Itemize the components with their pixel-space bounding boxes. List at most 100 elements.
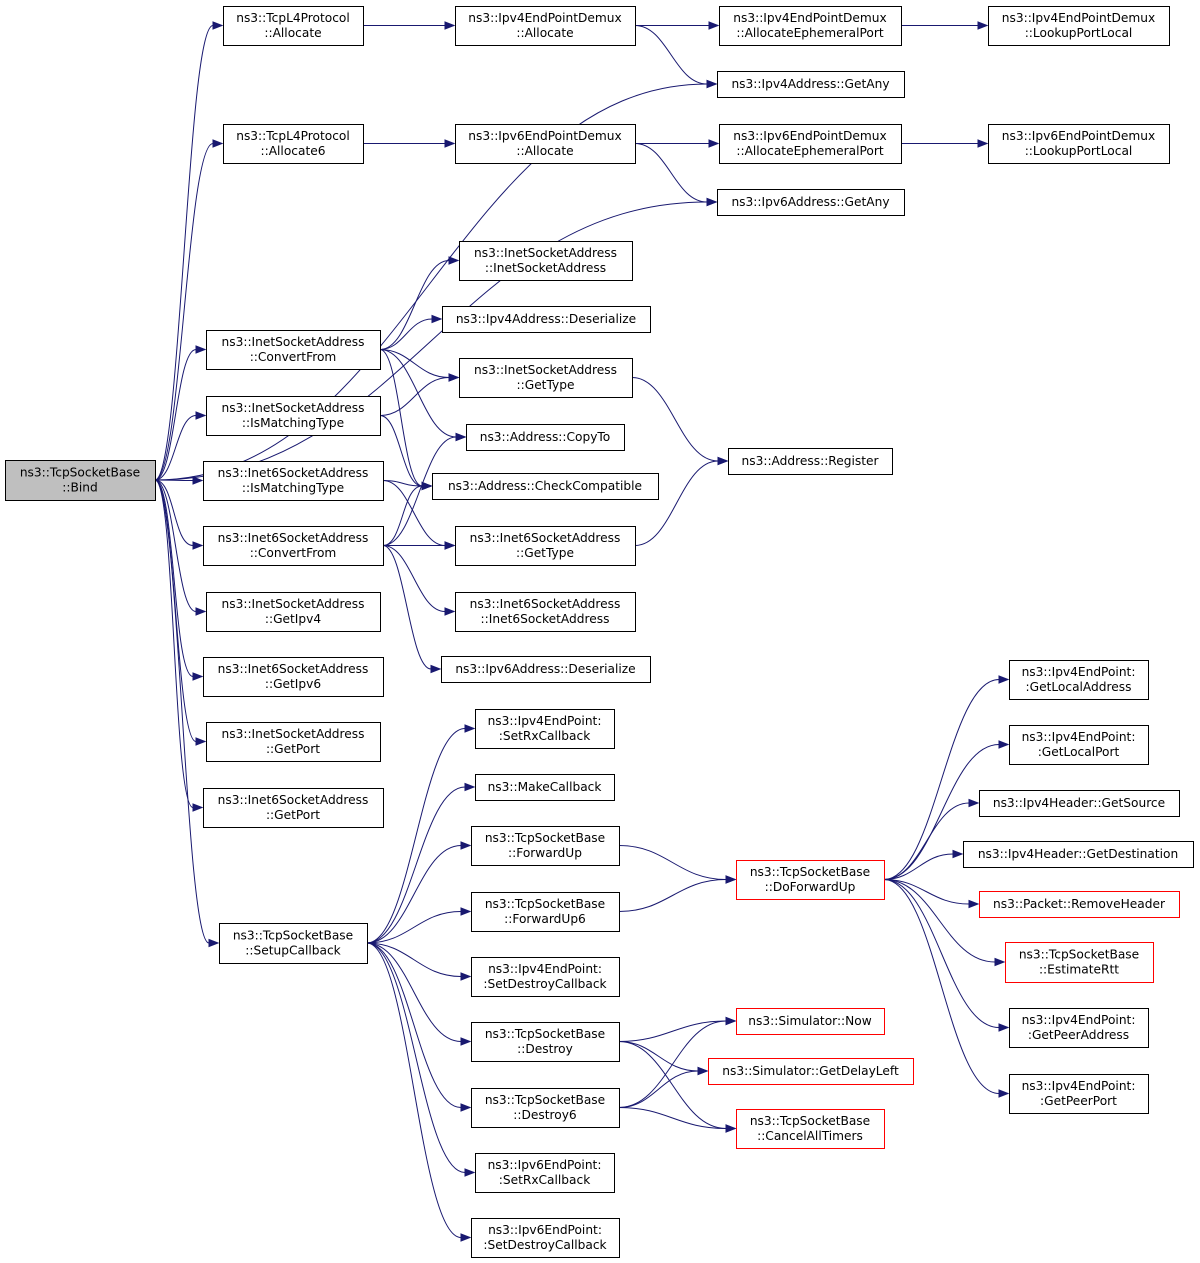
node-v4setdes[interactable]: ns3::Ipv4EndPoint::SetDestroyCallback — [471, 957, 620, 997]
node-box[interactable] — [475, 1153, 615, 1193]
node-box[interactable] — [719, 6, 902, 46]
node-box[interactable] — [5, 460, 156, 501]
node-cancel[interactable]: ns3::TcpSocketBase::CancelAllTimers — [736, 1109, 885, 1149]
node-alloc[interactable]: ns3::TcpL4Protocol::Allocate — [223, 6, 364, 46]
node-v6demux[interactable]: ns3::Ipv6EndPointDemux::Allocate — [455, 124, 636, 164]
node-box[interactable] — [988, 6, 1170, 46]
node-setup[interactable]: ns3::TcpSocketBase::SetupCallback — [219, 923, 368, 964]
node-v6deser[interactable]: ns3::Ipv6Address::Deserialize — [441, 656, 651, 683]
node-box[interactable] — [223, 6, 364, 46]
node-getipv4[interactable]: ns3::InetSocketAddress::GetIpv4 — [206, 592, 381, 632]
node-box[interactable] — [455, 592, 636, 632]
node-v6any[interactable]: ns3::Ipv6Address::GetAny — [717, 189, 905, 216]
node-box[interactable] — [1009, 660, 1149, 700]
node-dofwd[interactable]: ns3::TcpSocketBase::DoForwardUp — [736, 860, 885, 900]
node-box[interactable] — [979, 891, 1180, 918]
node-box[interactable] — [459, 241, 633, 281]
node-inetport[interactable]: ns3::InetSocketAddress::GetPort — [206, 722, 381, 762]
node-box[interactable] — [206, 592, 381, 632]
node-box[interactable] — [736, 860, 885, 900]
node-v6setrx[interactable]: ns3::Ipv6EndPoint::SetRxCallback — [475, 1153, 615, 1193]
node-v6eph[interactable]: ns3::Ipv6EndPointDemux::AllocateEphemera… — [719, 124, 902, 164]
node-box[interactable] — [728, 448, 893, 475]
node-box[interactable] — [203, 657, 384, 697]
node-box[interactable] — [203, 788, 384, 828]
node-box[interactable] — [471, 1088, 620, 1128]
node-v4any[interactable]: ns3::Ipv4Address::GetAny — [717, 71, 905, 98]
node-inetmatch[interactable]: ns3::InetSocketAddress::IsMatchingType — [206, 396, 381, 436]
node-box[interactable] — [717, 189, 905, 216]
node-destroy[interactable]: ns3::TcpSocketBase::Destroy — [471, 1022, 620, 1062]
node-register[interactable]: ns3::Address::Register — [728, 448, 893, 475]
node-inetsa[interactable]: ns3::InetSocketAddress::InetSocketAddres… — [459, 241, 633, 281]
node-box[interactable] — [219, 923, 368, 964]
node-box[interactable] — [979, 790, 1180, 817]
node-box[interactable] — [223, 124, 364, 164]
node-getdst[interactable]: ns3::Ipv4Header::GetDestination — [963, 841, 1194, 868]
node-box[interactable] — [1009, 725, 1149, 765]
node-v4setrx[interactable]: ns3::Ipv4EndPoint::SetRxCallback — [475, 709, 615, 749]
node-inet6port[interactable]: ns3::Inet6SocketAddress::GetPort — [203, 788, 384, 828]
node-getipv6[interactable]: ns3::Inet6SocketAddress::GetIpv6 — [203, 657, 384, 697]
node-inetconv[interactable]: ns3::InetSocketAddress::ConvertFrom — [206, 330, 381, 370]
node-v4demux[interactable]: ns3::Ipv4EndPointDemux::Allocate — [455, 6, 636, 46]
node-getsrc[interactable]: ns3::Ipv4Header::GetSource — [979, 790, 1180, 817]
node-box[interactable] — [736, 1109, 885, 1149]
node-box[interactable] — [475, 774, 615, 801]
node-box[interactable] — [455, 526, 636, 566]
node-simdelay[interactable]: ns3::Simulator::GetDelayLeft — [708, 1058, 914, 1085]
node-copyto[interactable]: ns3::Address::CopyTo — [466, 424, 625, 451]
node-fwdup6[interactable]: ns3::TcpSocketBase::ForwardUp6 — [471, 892, 620, 932]
node-getlocport[interactable]: ns3::Ipv4EndPoint::GetLocalPort — [1009, 725, 1149, 765]
node-getlocaddr[interactable]: ns3::Ipv4EndPoint::GetLocalAddress — [1009, 660, 1149, 700]
node-inet6type[interactable]: ns3::Inet6SocketAddress::GetType — [455, 526, 636, 566]
node-destroy6[interactable]: ns3::TcpSocketBase::Destroy6 — [471, 1088, 620, 1128]
node-inettype[interactable]: ns3::InetSocketAddress::GetType — [459, 358, 633, 398]
node-box[interactable] — [432, 473, 659, 500]
node-box[interactable] — [203, 526, 384, 566]
node-box[interactable] — [203, 461, 384, 501]
node-box[interactable] — [471, 892, 620, 932]
node-estrtt[interactable]: ns3::TcpSocketBase::EstimateRtt — [1005, 942, 1154, 983]
node-v6lookup[interactable]: ns3::Ipv6EndPointDemux::LookupPortLocal — [988, 124, 1170, 164]
node-box[interactable] — [708, 1058, 914, 1085]
node-inet6conv[interactable]: ns3::Inet6SocketAddress::ConvertFrom — [203, 526, 384, 566]
node-box[interactable] — [963, 841, 1194, 868]
node-getpeerport[interactable]: ns3::Ipv4EndPoint::GetPeerPort — [1009, 1074, 1149, 1114]
node-rmhdr[interactable]: ns3::Packet::RemoveHeader — [979, 891, 1180, 918]
node-v4eph[interactable]: ns3::Ipv4EndPointDemux::AllocateEphemera… — [719, 6, 902, 46]
node-box[interactable] — [471, 957, 620, 997]
node-box[interactable] — [1005, 942, 1154, 983]
node-v4deser[interactable]: ns3::Ipv4Address::Deserialize — [442, 306, 651, 333]
node-box[interactable] — [1009, 1008, 1149, 1048]
node-box[interactable] — [455, 124, 636, 164]
node-box[interactable] — [206, 722, 381, 762]
node-checkcomp[interactable]: ns3::Address::CheckCompatible — [432, 473, 659, 500]
node-box[interactable] — [455, 6, 636, 46]
node-box[interactable] — [459, 358, 633, 398]
node-box[interactable] — [206, 330, 381, 370]
node-box[interactable] — [471, 1022, 620, 1062]
node-v4lookup[interactable]: ns3::Ipv4EndPointDemux::LookupPortLocal — [988, 6, 1170, 46]
node-box[interactable] — [475, 709, 615, 749]
node-box[interactable] — [441, 656, 651, 683]
node-box[interactable] — [206, 396, 381, 436]
node-v6setdes[interactable]: ns3::Ipv6EndPoint::SetDestroyCallback — [471, 1218, 620, 1258]
node-box[interactable] — [471, 826, 620, 866]
node-box[interactable] — [1009, 1074, 1149, 1114]
node-box[interactable] — [736, 1008, 885, 1035]
node-inet6match[interactable]: ns3::Inet6SocketAddress::IsMatchingType — [203, 461, 384, 501]
node-makecb[interactable]: ns3::MakeCallback — [475, 774, 615, 801]
node-box[interactable] — [719, 124, 902, 164]
node-getpeeraddr[interactable]: ns3::Ipv4EndPoint::GetPeerAddress — [1009, 1008, 1149, 1048]
node-box[interactable] — [717, 71, 905, 98]
node-alloc6[interactable]: ns3::TcpL4Protocol::Allocate6 — [223, 124, 364, 164]
node-simnow[interactable]: ns3::Simulator::Now — [736, 1008, 885, 1035]
node-box[interactable] — [466, 424, 625, 451]
node-box[interactable] — [988, 124, 1170, 164]
node-bind[interactable]: ns3::TcpSocketBase::Bind — [5, 460, 156, 501]
node-box[interactable] — [471, 1218, 620, 1258]
node-inet6sa[interactable]: ns3::Inet6SocketAddress::Inet6SocketAddr… — [455, 592, 636, 632]
node-box[interactable] — [442, 306, 651, 333]
node-fwdup[interactable]: ns3::TcpSocketBase::ForwardUp — [471, 826, 620, 866]
